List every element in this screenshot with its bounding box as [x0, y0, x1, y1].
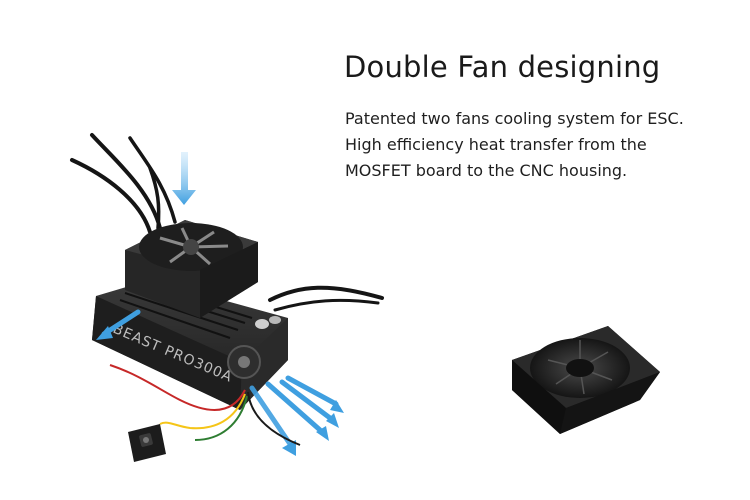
airflow-arrow-left — [96, 309, 141, 340]
description-line: High efficiency heat transfer from the — [345, 135, 647, 154]
signal-wires — [109, 364, 301, 446]
top-fan — [125, 220, 258, 318]
airflow-arrows-out — [249, 375, 339, 447]
airflow-arrow — [172, 152, 196, 205]
feature-description: Patented two fans cooling system for ESC… — [345, 106, 684, 184]
description-line: MOSFET board to the CNC housing. — [345, 161, 628, 180]
page-title: Double Fan designing — [344, 50, 661, 84]
capacitor-icon — [255, 319, 269, 329]
description-line: Patented two fans cooling system for ESC… — [345, 109, 684, 128]
power-cables — [70, 133, 384, 312]
blower-fan — [512, 326, 660, 434]
switch-module — [128, 424, 166, 462]
